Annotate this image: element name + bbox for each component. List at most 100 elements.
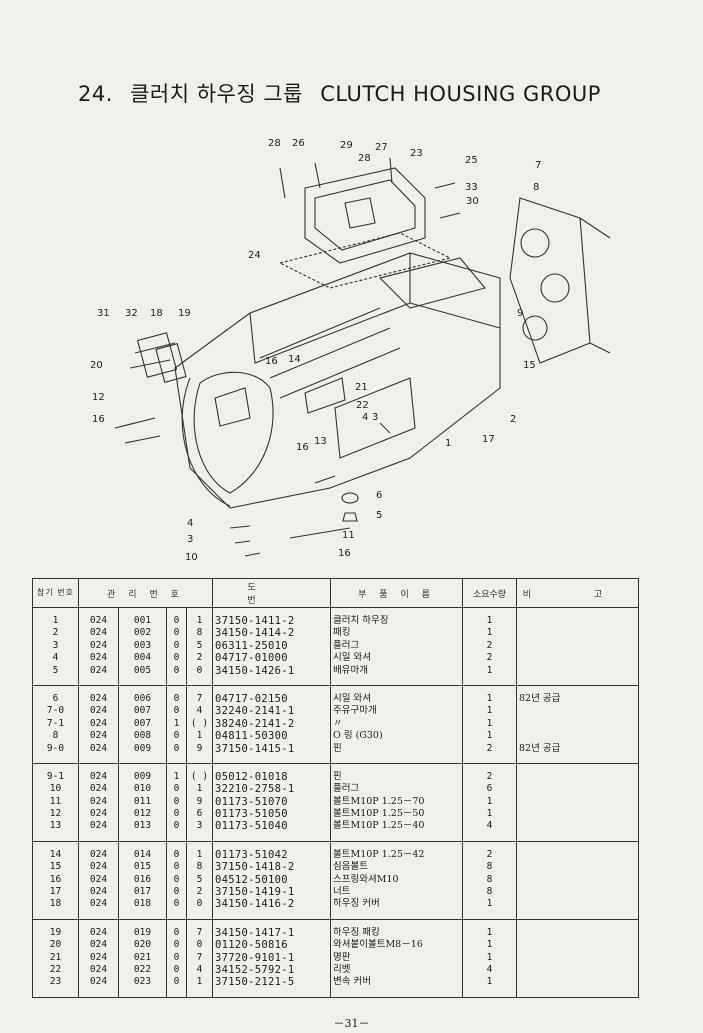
table-cell-line: 37150-1418-2 [215,861,295,874]
callout-7: 7 [535,160,541,171]
table-cell-line: 6 [196,808,203,820]
callout-21: 21 [355,382,368,393]
callout-16d: 16 [338,548,351,559]
table-cell-line: ( ) [190,770,209,782]
table-cell-line: 8 [486,886,493,898]
table-cell-line [519,783,636,795]
table-cell-line: 37150-1411-2 [215,615,295,627]
table-cell-line: 7-1 [46,717,65,729]
table-cell-line: 37150-1415-1 [215,742,295,755]
table-cell-line: 1 [486,976,493,988]
table-cell-line: 10 [49,783,62,795]
table-cell-line: 01173-51050 [215,808,288,821]
table-cell-line: 024 [89,705,108,717]
table-cell-line: 024 [89,783,108,795]
table-cell-line: 8 [196,861,203,873]
table-cell-line: 13 [49,820,62,832]
table-cell-line: 2 [52,627,59,639]
table-cell-line: 1 [52,615,59,626]
callout-27: 27 [375,142,388,153]
table-cell-line: 4 [196,705,203,717]
table-cell-line: 하우징 커버 [333,898,380,910]
table-cell-line: 024 [89,898,108,910]
table-cell-line [519,952,636,964]
table-cell-line: 1 [486,926,493,938]
table-cell-line: 010 [133,783,152,795]
table-cell-line: 0 [173,664,180,676]
table-cell-line: 0 [173,861,180,873]
table-cell-line: 0 [173,639,180,651]
table-cell-line: 1 [486,692,493,704]
table-cell-line: 배유마개 [333,664,368,676]
header-ref-no: 참기 번호 [32,578,79,608]
table-cell-line: 024 [89,742,108,754]
callout-22: 22 [356,400,369,411]
table-cell-line: 82년 공급 [519,742,561,754]
table-cell-line: 34150-1416-2 [215,898,295,911]
callout-16a: 16 [92,414,105,425]
table-cell-line: 0 [173,926,180,938]
table-cell-line: 1 [173,770,180,782]
table-cell-line: 7 [196,692,203,704]
table-cell-line: 2 [486,770,493,782]
table-cell-line: 024 [89,652,108,664]
callout-16b: 16 [265,356,278,367]
table-cell-line: 01173-51070 [215,795,288,808]
table-cell-line: 1 [486,730,493,742]
table-cell-line: 16 [49,873,62,885]
callout-6: 6 [376,490,382,501]
callout-12: 12 [92,392,105,403]
table-cell-line: 011 [133,795,152,807]
callout-3a: 3 [372,412,378,423]
table-cell-line: 3 [196,820,203,832]
table-cell-line: 8 [52,730,59,742]
table-cell-line: 37720-9101-1 [215,951,295,964]
table-cell-line: 17 [49,886,62,898]
callout-26: 26 [292,138,305,149]
table-cell-line: 0 [173,742,180,754]
table-cell-line [519,771,636,783]
callout-4a: 4 [362,412,368,423]
table-cell-line: 024 [89,627,108,639]
table-cell-line: 5 [196,873,203,885]
callout-1: 1 [445,438,451,449]
callout-30: 30 [466,196,479,207]
table-cell-line: 1 [196,848,203,860]
table-cell-line [519,796,636,808]
table-cell-line: 0 [173,848,180,860]
table-cell-line: 19 [49,926,62,938]
callout-9: 9 [517,308,523,319]
table-cell-line: 37150-2121-5 [215,976,295,989]
table-cell-line: 024 [89,639,108,651]
table-cell-line: 1 [486,795,493,807]
table-cell-line: 04512-50100 [215,873,288,886]
table-cell-line: 4 [52,652,59,664]
table-cell-line: 024 [89,664,108,676]
table-cell-line: 21 [49,951,62,963]
callout-15: 15 [523,360,536,371]
table-cell-line [519,927,636,939]
table-cell-line: 32210-2758-1 [215,783,295,796]
table-cell-line: 15 [49,861,62,873]
table-cell-line: 38240-2141-2 [215,717,295,730]
table-cell-line: 012 [133,808,152,820]
exploded-view-diagram: 28 26 29 27 23 28 25 7 33 30 8 24 31 32 … [80,128,620,578]
callout-32: 32 [125,308,138,319]
table-cell-line: 024 [89,886,108,898]
